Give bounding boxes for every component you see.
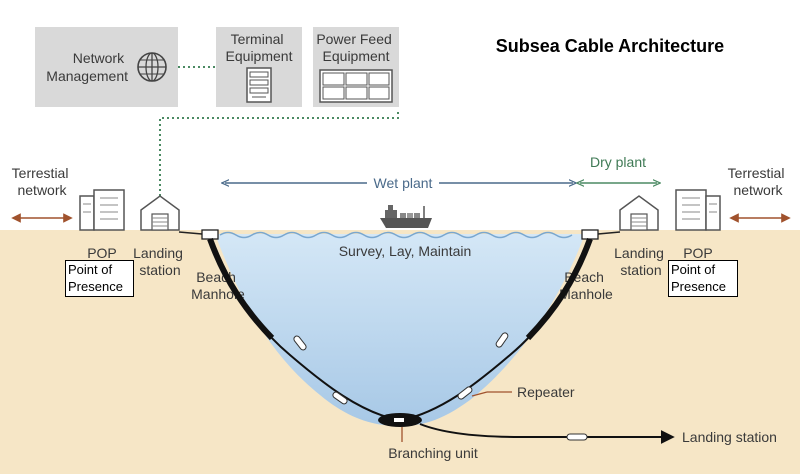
branch-repeater <box>566 433 588 441</box>
pop-building-icon-right <box>675 189 721 231</box>
branch-landing-station-label: Landing station <box>682 429 777 445</box>
power-rack-icon <box>319 69 393 103</box>
rack-icon <box>246 67 272 103</box>
main-cable-right-armour <box>525 237 593 341</box>
point-of-presence-line-1: Point of <box>68 262 113 277</box>
pop-label-left: POP <box>87 245 117 261</box>
repeater-1 <box>293 335 307 351</box>
landing-station-label-right: Landing station <box>614 245 668 278</box>
wave-line <box>219 231 573 239</box>
branching-unit-label: Branching unit <box>388 445 478 461</box>
station-manhole-link-left <box>178 231 203 235</box>
network-management-label: Network Management <box>46 50 128 84</box>
point-of-presence-box-left: Point of Presence <box>65 260 134 297</box>
branch-cable <box>419 423 675 444</box>
point-of-presence-line-1: Point of <box>671 262 716 277</box>
landing-station-icon-left <box>140 195 180 231</box>
repeater-4 <box>495 332 509 348</box>
point-of-presence-line-2: Presence <box>671 279 726 294</box>
landing-station-label-left: Landing station <box>133 245 187 278</box>
repeater-2 <box>332 391 348 405</box>
repeater-leader <box>471 391 488 397</box>
ship-icon <box>380 205 432 228</box>
wet-plant-label-bg <box>367 173 439 191</box>
point-of-presence-line-2: Presence <box>68 279 123 294</box>
pop-label-right: POP <box>683 245 713 261</box>
terminal-equipment-label: Terminal Equipment <box>226 31 293 64</box>
sea-basin <box>215 234 585 426</box>
power-feed-equipment-label: Power Feed Equipment <box>316 31 395 64</box>
wet-plant-label: Wet plant <box>374 175 433 191</box>
terrestial-network-label-right: Terrestial network <box>728 165 789 198</box>
beach-manhole-right <box>581 229 599 240</box>
beach-manhole-left <box>201 229 219 240</box>
globe-icon <box>137 52 167 82</box>
ship-caption: Survey, Lay, Maintain <box>339 243 472 259</box>
repeater-label: Repeater <box>517 384 575 400</box>
diagram-title: Subsea Cable Architecture <box>496 36 724 56</box>
dry-plant-label: Dry plant <box>590 154 646 170</box>
landing-station-icon-right <box>619 195 659 231</box>
terrestial-network-label-left: Terrestial network <box>12 165 73 198</box>
point-of-presence-box-right: Point of Presence <box>668 260 738 297</box>
repeater-3 <box>457 386 473 400</box>
branching-unit-inner <box>394 418 404 422</box>
main-cable-left-armour <box>207 237 275 341</box>
station-manhole-link-right <box>597 231 621 235</box>
equipment-to-station-connector <box>159 112 399 198</box>
pop-building-icon-left <box>79 189 125 231</box>
